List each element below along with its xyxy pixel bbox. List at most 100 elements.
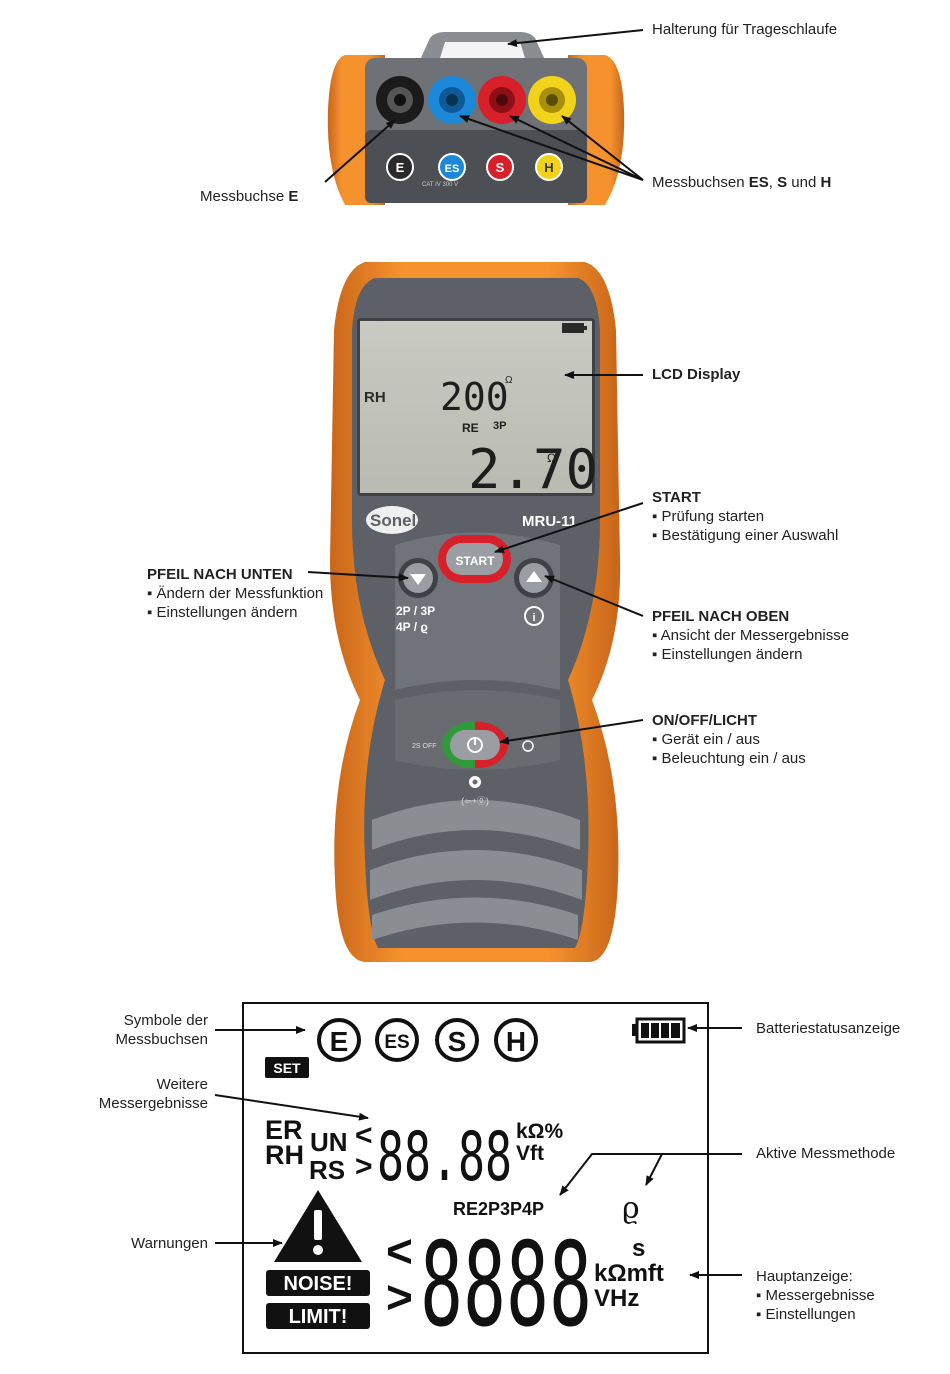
arrow-further xyxy=(214,1094,369,1121)
lcd-gt-big: > xyxy=(386,1271,413,1323)
arrow-strap xyxy=(507,29,644,48)
lcd-main-unit: Ω xyxy=(547,451,556,465)
lcd-gt-small: > xyxy=(355,1150,373,1183)
label-onoff-item-1: ▪ Gerät ein / aus xyxy=(652,731,760,748)
badge-e-text: E xyxy=(396,160,405,175)
lcd-rh-diag: RH xyxy=(265,1140,304,1170)
symbol-row: E ES S H xyxy=(317,1018,538,1062)
lcd-lt-small: < xyxy=(355,1119,373,1152)
label-onoff-title: ON/OFF/LICHT xyxy=(652,712,757,729)
label-strap: Halterung für Trageschlaufe xyxy=(652,21,838,38)
arrow-up-button xyxy=(544,575,644,617)
label-down-title: PFEIL NACH UNTEN xyxy=(147,566,293,583)
chevron-down-icon xyxy=(410,574,426,585)
symbol-e-text: E xyxy=(330,1026,349,1057)
badge-h-text: H xyxy=(544,160,553,175)
lcd-rs: RS xyxy=(309,1155,345,1185)
start-button-label: START xyxy=(455,554,495,568)
start-button[interactable] xyxy=(446,543,503,575)
set-badge xyxy=(265,1057,309,1078)
arrow-method-1 xyxy=(559,1153,742,1196)
lcd-secondary-units-2: Vft xyxy=(516,1142,544,1165)
badge-es-text: ES xyxy=(445,163,460,175)
badge-es xyxy=(438,153,466,181)
info-icon xyxy=(524,606,544,626)
symbol-s xyxy=(435,1018,479,1062)
label-up: PFEIL NACH OBEN ▪ Ansicht der Messergebn… xyxy=(652,607,849,664)
chevron-up-icon xyxy=(526,571,542,582)
arrow-socket-s xyxy=(509,115,644,181)
label-start-item-1: ▪ Prüfung starten xyxy=(652,508,765,525)
brand-logo: Sonel xyxy=(370,511,416,530)
lcd-rho: ϱ xyxy=(622,1191,640,1226)
badge-e xyxy=(386,153,414,181)
label-battery: Batteriestatusanzeige xyxy=(756,1020,901,1037)
label-start: START ▪ Prüfung starten ▪ Bestätigung ei… xyxy=(652,488,838,545)
arrow-method-2 xyxy=(645,1153,663,1186)
label-up-item-1: ▪ Ansicht der Messergebnisse xyxy=(652,627,850,644)
label-down-item-2: ▪ Einstellungen ändern xyxy=(147,604,298,621)
label-start-title: START xyxy=(652,489,701,506)
cat-rating: CAT IV 300 V xyxy=(422,182,458,188)
label-socket-e: Messbuchse E xyxy=(200,188,299,205)
arrow-down-button xyxy=(307,571,409,582)
power-hint: (⇦+⓪) xyxy=(461,796,489,806)
symbol-e xyxy=(317,1018,361,1062)
symbol-h-text: H xyxy=(506,1026,526,1057)
model-name: MRU-11 xyxy=(522,513,577,530)
arrow-socket-es xyxy=(459,115,644,181)
arrow-start xyxy=(494,502,644,553)
lcd-rh: RH xyxy=(364,389,386,406)
device-lcd xyxy=(360,321,592,493)
light-bulb-icon xyxy=(522,740,534,752)
label-main-item-2: ▪ Einstellungen xyxy=(756,1306,856,1323)
lcd-main-value: 2.70 xyxy=(468,438,598,501)
lcd-main-unit-s: s xyxy=(632,1235,645,1262)
lcd-re: RE xyxy=(462,421,479,435)
battery-icon xyxy=(632,1017,686,1044)
arrow-socket-h xyxy=(561,115,644,181)
label-warnings: Warnungen xyxy=(131,1235,208,1252)
symbol-es xyxy=(375,1018,419,1062)
noise-text: NOISE! xyxy=(284,1273,353,1295)
badge-s xyxy=(486,153,514,181)
svg-text:i: i xyxy=(532,612,535,624)
symbol-s-text: S xyxy=(448,1026,467,1057)
lcd-re-mode: 3P xyxy=(493,420,506,432)
label-sockets: Messbuchsen ES, S und H xyxy=(652,174,832,191)
label-onoff: ON/OFF/LICHT ▪ Gerät ein / aus ▪ Beleuch… xyxy=(652,711,806,768)
label-active-method: Aktive Messmethode xyxy=(756,1145,896,1162)
lcd-er: ER xyxy=(265,1115,303,1145)
badge-h xyxy=(535,153,563,181)
off-hint: 2S OFF xyxy=(412,743,437,750)
label-down: PFEIL NACH UNTEN ▪ Ändern der Messfunkti… xyxy=(147,565,323,622)
noise-badge xyxy=(266,1270,370,1296)
arrow-power xyxy=(499,719,644,745)
limit-badge xyxy=(266,1303,370,1329)
down-sub-1: 2P / 3P xyxy=(396,604,435,618)
label-lcd: LCD Display xyxy=(652,366,741,383)
lcd-main-units-1: kΩmft xyxy=(594,1260,664,1287)
set-text: SET xyxy=(273,1060,301,1076)
lcd-un: UN xyxy=(310,1127,348,1157)
symbol-es-text: ES xyxy=(384,1032,409,1053)
lcd-main-digits: 8888 xyxy=(420,1218,592,1353)
badge-s-text: S xyxy=(496,160,505,175)
limit-text: LIMIT! xyxy=(289,1306,348,1328)
lcd-secondary-units-1: kΩ% xyxy=(516,1120,564,1143)
label-main: Hauptanzeige: ▪ Messergebnisse ▪ Einstel… xyxy=(756,1268,875,1323)
label-main-item-1: ▪ Messergebnisse xyxy=(756,1287,875,1304)
symbol-h xyxy=(494,1018,538,1062)
lcd-secondary-digits: 88.88 xyxy=(377,1118,512,1197)
lcd-method-row: RE2P3P4P xyxy=(453,1199,544,1219)
label-down-item-1: ▪ Ändern der Messfunktion xyxy=(147,585,324,602)
device: RH 200 Ω RE 3P 2.70 Ω Sonel MRU-11 START… xyxy=(330,262,621,962)
label-up-title: PFEIL NACH OBEN xyxy=(652,608,790,625)
socket-panel: E ES S H CAT IV 300 V xyxy=(327,32,625,205)
label-start-item-2: ▪ Bestätigung einer Auswahl xyxy=(652,527,839,544)
lcd-rh-unit: Ω xyxy=(505,375,513,386)
label-up-item-2: ▪ Einstellungen ändern xyxy=(652,646,803,663)
arrow-socket-e xyxy=(324,119,396,183)
label-further: Weitere Messergebnisse xyxy=(98,1076,208,1112)
